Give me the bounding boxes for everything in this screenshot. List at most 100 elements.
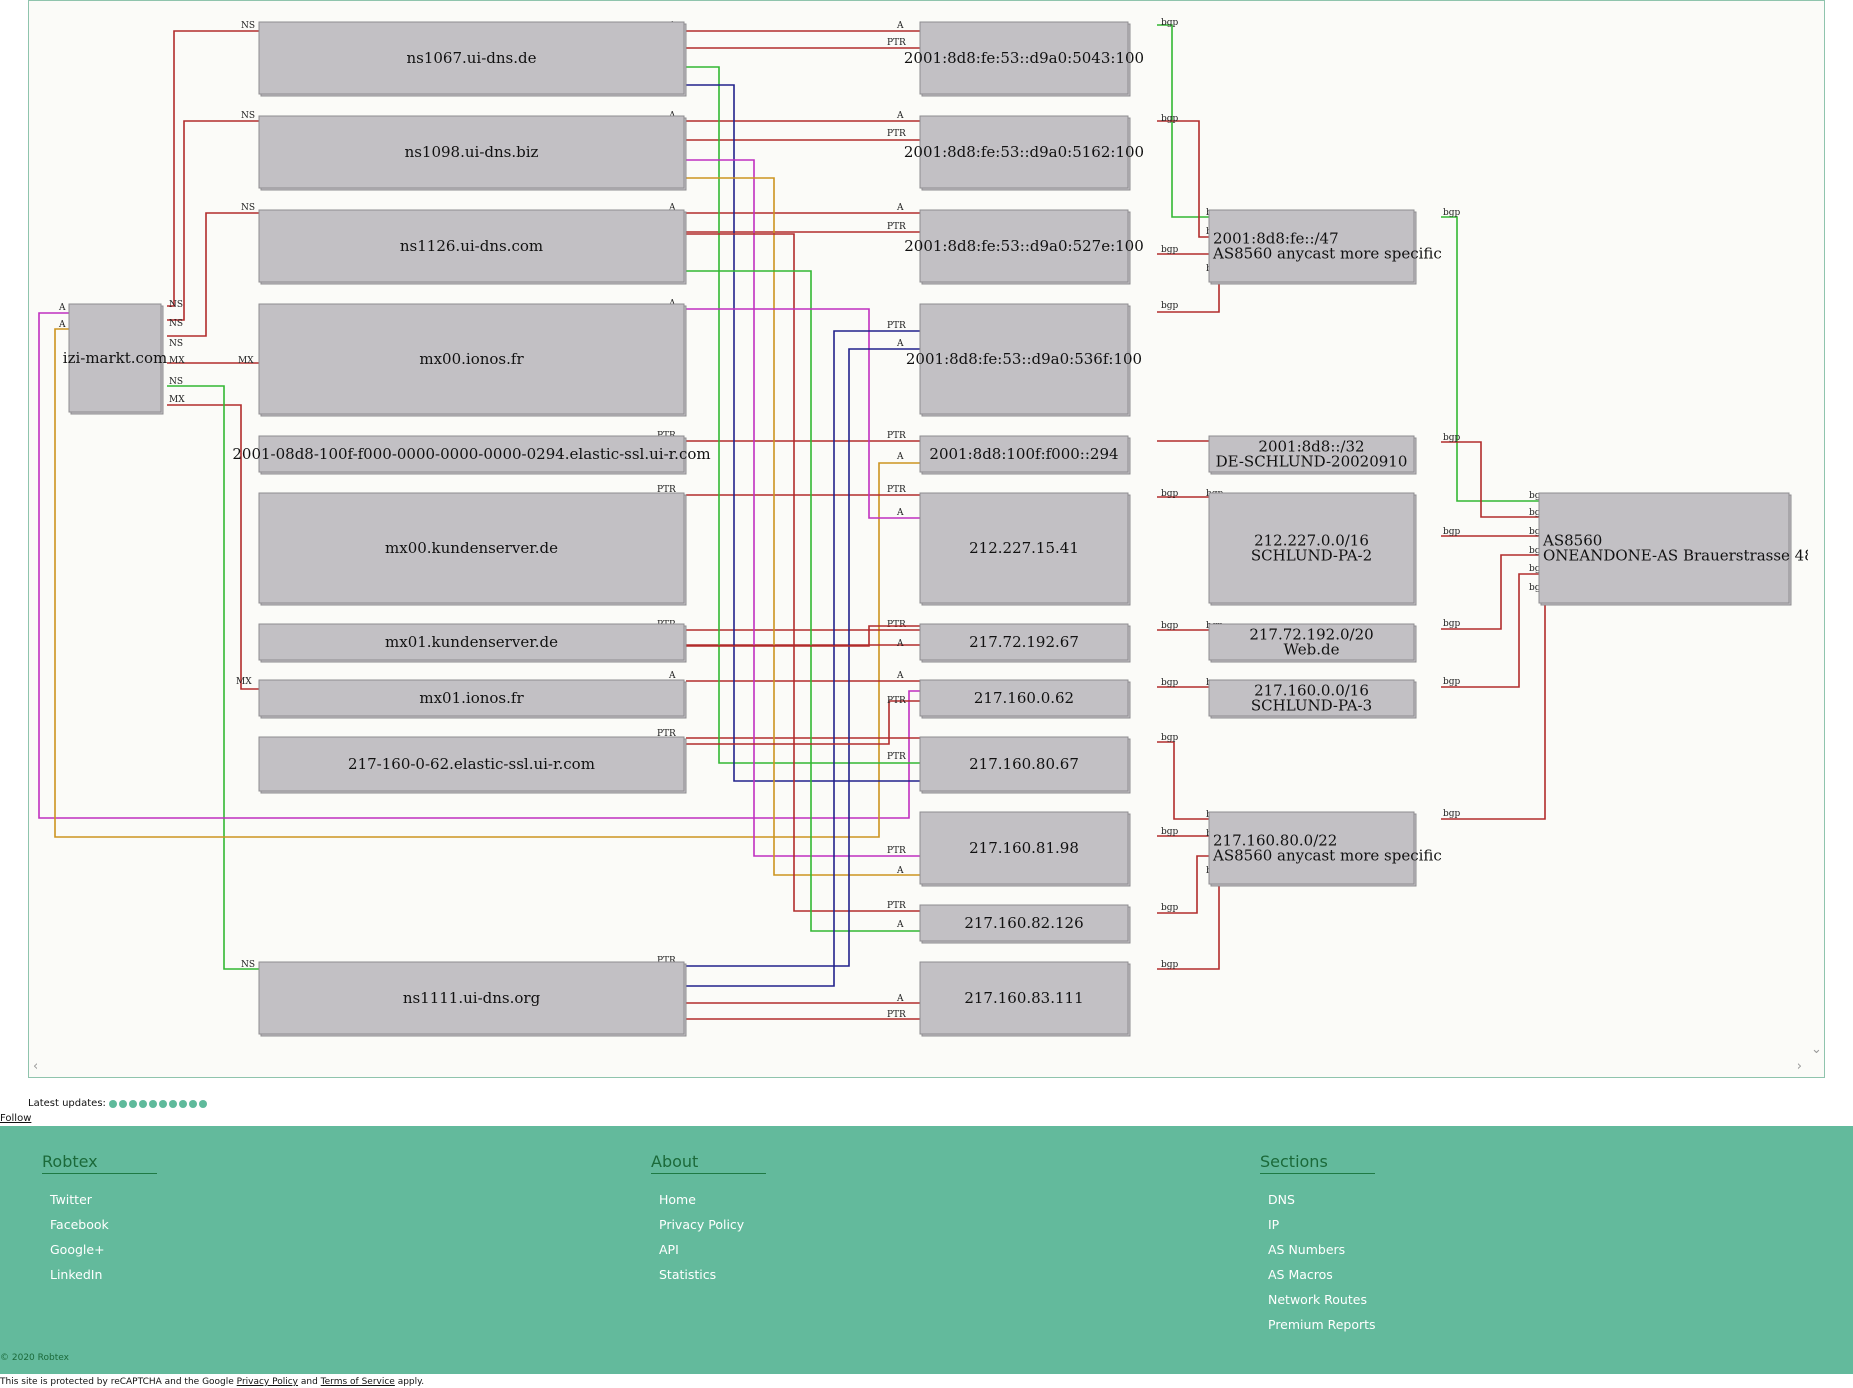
node-ip-212-227-15-41[interactable]: 212.227.15.41 <box>919 492 1131 606</box>
scroll-left-icon[interactable]: ‹ <box>33 1059 39 1074</box>
edge-label: bgp <box>1529 583 1547 593</box>
node-elastic-v4[interactable]: 217-160-0-62.elastic-ssl.ui-r.com <box>258 736 687 794</box>
graph-edge <box>167 385 259 970</box>
footer-link-network-routes[interactable]: Network Routes <box>1268 1292 1367 1307</box>
node-net-217-72-label: 217.72.192.0/20 <box>1249 626 1373 644</box>
update-dots <box>108 1099 207 1108</box>
update-dot[interactable] <box>178 1099 187 1108</box>
footer-link-as-macros[interactable]: AS Macros <box>1268 1267 1333 1282</box>
edge-label: PTR <box>887 752 906 762</box>
edge-label: PTR <box>887 321 906 331</box>
footer-link-ip[interactable]: IP <box>1268 1217 1280 1232</box>
node-ip-536f[interactable]: 2001:8d8:fe:53::d9a0:536f:100 <box>906 303 1142 417</box>
node-mx01-kundenserver-label: mx01.kundenserver.de <box>385 633 558 651</box>
scroll-down-icon[interactable]: ⌄ <box>1811 1042 1822 1057</box>
node-ip-217-160-83-111[interactable]: 217.160.83.111 <box>919 961 1131 1037</box>
update-dot[interactable] <box>168 1099 177 1108</box>
update-dot[interactable] <box>148 1099 157 1108</box>
edge-label: bgp <box>1161 114 1179 124</box>
edge-label: bgp <box>1443 809 1461 819</box>
node-ns1067[interactable]: ns1067.ui-dns.de <box>258 21 687 97</box>
latest-updates-label: Latest updates: <box>28 1098 106 1109</box>
node-ns1098-label: ns1098.ui-dns.biz <box>405 143 539 161</box>
scroll-right-icon[interactable]: › <box>1796 1059 1802 1074</box>
footer-link-api[interactable]: API <box>659 1242 679 1257</box>
footer-link-dns[interactable]: DNS <box>1268 1192 1295 1207</box>
graph-edge <box>38 312 920 819</box>
graph-edge <box>167 120 259 321</box>
edge-label: A <box>896 111 904 121</box>
node-ip-5162[interactable]: 2001:8d8:fe:53::d9a0:5162:100 <box>904 115 1144 191</box>
node-ip-217-160-81-98[interactable]: 217.160.81.98 <box>919 811 1131 887</box>
node-domain-label: izi-markt.com <box>63 349 167 367</box>
edge-label: A <box>896 508 904 518</box>
edge-label: PTR <box>887 485 906 495</box>
update-dot[interactable] <box>158 1099 167 1108</box>
node-mx01-kundenserver[interactable]: mx01.kundenserver.de <box>258 623 687 663</box>
edge-label: A <box>668 671 676 681</box>
terms-of-service-link[interactable]: Terms of Service <box>320 1377 395 1387</box>
privacy-policy-link[interactable]: Privacy Policy <box>236 1377 299 1387</box>
update-dot[interactable] <box>118 1099 127 1108</box>
footer-link-twitter[interactable]: Twitter <box>50 1192 92 1207</box>
update-dot[interactable] <box>128 1099 137 1108</box>
node-ip-217-72-192-67-label: 217.72.192.67 <box>969 633 1079 651</box>
node-mx01-ionos-label: mx01.ionos.fr <box>419 689 524 707</box>
node-elastic-v6[interactable]: 2001-08d8-100f-f000-0000-0000-0000-0294.… <box>232 435 711 475</box>
footer-link-googleplus[interactable]: Google+ <box>50 1242 105 1257</box>
node-ip-217-160-80-67[interactable]: 217.160.80.67 <box>919 736 1131 794</box>
vertical-scrollbar[interactable]: ⌄ <box>1808 1 1824 1059</box>
node-mx01-ionos[interactable]: mx01.ionos.fr <box>258 679 687 719</box>
node-ip-527e[interactable]: 2001:8d8:fe:53::d9a0:527e:100 <box>904 209 1144 285</box>
node-ip-217-160-0-62[interactable]: 217.160.0.62 <box>919 679 1131 719</box>
node-net-fe47-label: 2001:8d8:fe::/47 <box>1213 230 1339 248</box>
node-ip-217-160-82-126[interactable]: 217.160.82.126 <box>919 904 1131 944</box>
footer-link-privacy-policy[interactable]: Privacy Policy <box>659 1217 745 1232</box>
node-mx00-ionos[interactable]: mx00.ionos.fr <box>258 303 687 417</box>
edge-label: A <box>896 21 904 31</box>
graph-viewport[interactable]: NSNSNSNSNSNSNSMXMXMXMXNSAAAPTRAPTRAPTRAP… <box>28 0 1825 1078</box>
node-ip-217-72-192-67[interactable]: 217.72.192.67 <box>919 623 1131 663</box>
footer-link-premium-reports[interactable]: Premium Reports <box>1268 1317 1376 1332</box>
footer-link-home[interactable]: Home <box>659 1192 696 1207</box>
edge-label: bgp <box>1161 489 1179 499</box>
node-ns1098[interactable]: ns1098.ui-dns.biz <box>258 115 687 191</box>
node-domain[interactable]: izi-markt.com <box>63 303 167 415</box>
footer-heading-about: About <box>651 1152 766 1174</box>
graph-edge <box>167 212 259 337</box>
node-net-212-227-label: SCHLUND-PA-2 <box>1251 547 1372 565</box>
node-ip-5043[interactable]: 2001:8d8:fe:53::d9a0:5043:100 <box>904 21 1144 97</box>
node-ip-294[interactable]: 2001:8d8:100f:f000::294 <box>919 435 1131 475</box>
node-mx00-kundenserver[interactable]: mx00.kundenserver.de <box>258 492 687 606</box>
graph-edge <box>1157 741 1236 820</box>
update-dot[interactable] <box>138 1099 147 1108</box>
node-ip-527e-label: 2001:8d8:fe:53::d9a0:527e:100 <box>904 237 1144 255</box>
edge-label: NS <box>241 111 255 121</box>
edge-label: bgp <box>1161 301 1179 311</box>
footer-link-statistics[interactable]: Statistics <box>659 1267 717 1282</box>
footer-link-linkedin[interactable]: LinkedIn <box>50 1267 103 1282</box>
node-ns1126[interactable]: ns1126.ui-dns.com <box>258 209 687 285</box>
follow-link[interactable]: Follow <box>0 1113 32 1124</box>
graph-edge <box>686 700 920 745</box>
node-mx00-ionos-label: mx00.ionos.fr <box>419 350 524 368</box>
horizontal-scrollbar[interactable]: ‹ › <box>29 1059 1824 1077</box>
update-dot[interactable] <box>198 1099 207 1108</box>
edge-label: NS <box>241 21 255 31</box>
node-ns1067-label: ns1067.ui-dns.de <box>406 49 536 67</box>
footer-link-facebook[interactable]: Facebook <box>50 1217 109 1232</box>
update-dot[interactable] <box>108 1099 117 1108</box>
edge-label: bgp <box>1529 527 1547 537</box>
node-net-217-160-80-label: 217.160.80.0/22 <box>1213 832 1337 850</box>
footer-link-as-numbers[interactable]: AS Numbers <box>1268 1242 1346 1257</box>
edge-label: PTR <box>887 38 906 48</box>
node-ns1111[interactable]: ns1111.ui-dns.org <box>258 961 687 1037</box>
update-dot[interactable] <box>188 1099 197 1108</box>
